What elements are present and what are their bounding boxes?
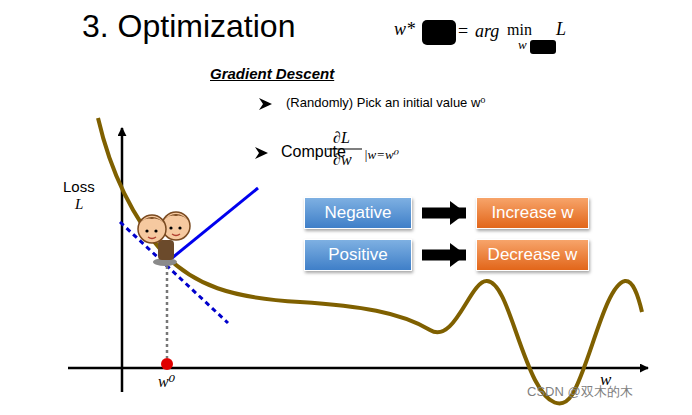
condition-box: Negative [304, 197, 412, 229]
formula-text: arg [475, 21, 499, 42]
point-label: w⁰ [158, 373, 175, 391]
axis-label: Loss [63, 178, 95, 195]
box-label: Positive [328, 245, 388, 265]
action-box: Increase w [476, 197, 589, 229]
drop-line [166, 266, 169, 358]
condition-box: Positive [304, 239, 412, 271]
y-axis [121, 128, 124, 392]
box-label: Negative [324, 203, 391, 223]
bullet-arrow [259, 98, 272, 110]
formula-subscript: w [518, 38, 527, 53]
action-box: Decrease w [476, 239, 589, 271]
x-axis [68, 367, 648, 370]
redaction-box [422, 20, 456, 45]
slide-title: 3. Optimization [82, 8, 295, 45]
initial-point [161, 358, 173, 370]
redaction-box [530, 40, 556, 54]
evaluation-bar: |w=w⁰ [364, 148, 399, 163]
fraction-numerator: ∂L [333, 129, 350, 147]
section-heading: Gradient Descent [210, 65, 334, 82]
bullet-text: (Randomly) Pick an initial value w⁰ [286, 96, 486, 111]
loss-curve [98, 118, 642, 403]
formula-symbol: w* [394, 19, 415, 40]
cartoon-figures [138, 212, 190, 266]
fraction-denominator: ∂w [333, 151, 352, 169]
bullet-arrow [255, 147, 268, 159]
block-arrow [422, 208, 466, 219]
formula-symbol: L [556, 19, 566, 40]
box-label: Increase w [491, 203, 573, 223]
formula-symbol: = [458, 21, 468, 42]
box-label: Decrease w [488, 245, 578, 265]
axis-label: L [75, 196, 83, 213]
watermark: CSDN @双木的木 [527, 385, 633, 400]
block-arrow [422, 250, 466, 261]
formula-text: min [507, 21, 532, 39]
